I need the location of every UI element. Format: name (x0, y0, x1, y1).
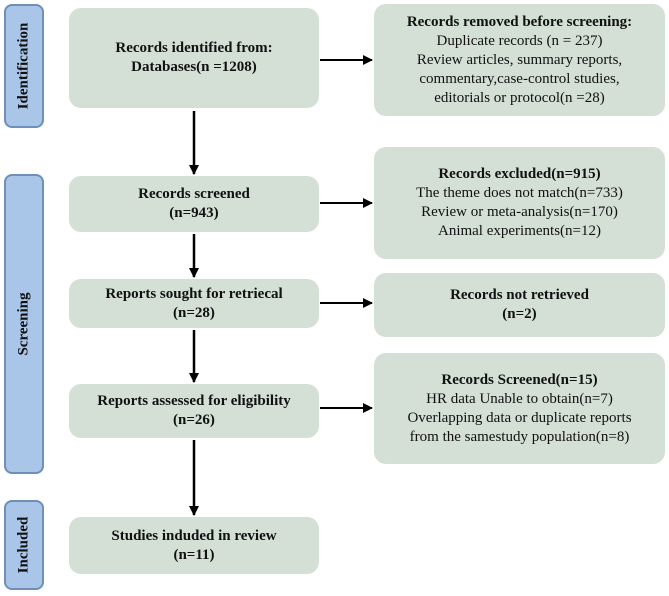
records-removed-line: Review articles, summary reports, (416, 51, 623, 68)
reports-sought-count: (n=28) (173, 304, 215, 321)
eligibility-excluded-title: Records Screened(n=15) (441, 371, 598, 388)
records-excluded-box: Records excluded(n=915) The theme does n… (374, 147, 665, 259)
phase-included: Included (4, 500, 44, 590)
eligibility-excluded-line: HR data Unable to obtain(n=7) (426, 390, 613, 407)
records-excluded-line: The theme does not match(n=733) (416, 185, 623, 201)
records-removed-box: Records removed before screening: Duplic… (374, 4, 665, 116)
reports-sought-title: Reports sought for retriecal (105, 285, 283, 302)
reports-assessed-title: Reports assessed for eligibility (97, 393, 291, 409)
records-excluded-line: Review or meta-analysis(n=170) (421, 204, 618, 220)
records-excluded-line: Animal experiments(n=12) (437, 223, 601, 239)
records-screened-title: Records screened (138, 186, 250, 202)
eligibility-excluded-line: from the samestudy population(n=8) (409, 428, 630, 445)
records-screened-box: Records screened (n=943) (69, 176, 319, 232)
records-excluded-title: Records excluded(n=915) (438, 166, 601, 182)
records-removed-line: commentary,case-control studies, (419, 70, 620, 87)
records-removed-line: editorials or protocol(n =28) (434, 89, 605, 106)
records-not-retrieved-box: Records not retrieved (n=2) (374, 273, 665, 337)
studies-included-count: (n=11) (173, 546, 215, 563)
records-removed-title: Records removed before screening: (406, 13, 633, 30)
records-identified-box: Records identified from: Databases(n =12… (69, 8, 319, 108)
studies-included-box: Studies induded in review (n=11) (69, 517, 319, 574)
studies-included-title: Studies induded in review (111, 527, 277, 544)
records-screened-count: (n=943) (169, 205, 219, 221)
reports-assessed-count: (n=26) (173, 412, 215, 428)
eligibility-excluded-box: Records Screened(n=15) HR data Unable to… (374, 353, 665, 464)
records-identified-title: Records identified from: (115, 40, 273, 56)
phase-identification: Identification (4, 4, 44, 128)
records-identified-count: Databases(n =1208) (131, 59, 257, 75)
records-not-retrieved-title: Records not retrieved (450, 287, 589, 303)
eligibility-excluded-line: Overlapping data or duplicate reports (407, 409, 632, 426)
records-not-retrieved-count: (n=2) (502, 306, 537, 322)
reports-assessed-box: Reports assessed for eligibility (n=26) (69, 384, 319, 438)
records-removed-line: Duplicate records (n = 237) (436, 32, 603, 49)
reports-sought-box: Reports sought for retriecal (n=28) (69, 279, 319, 328)
phase-screening: Screening (4, 174, 44, 474)
